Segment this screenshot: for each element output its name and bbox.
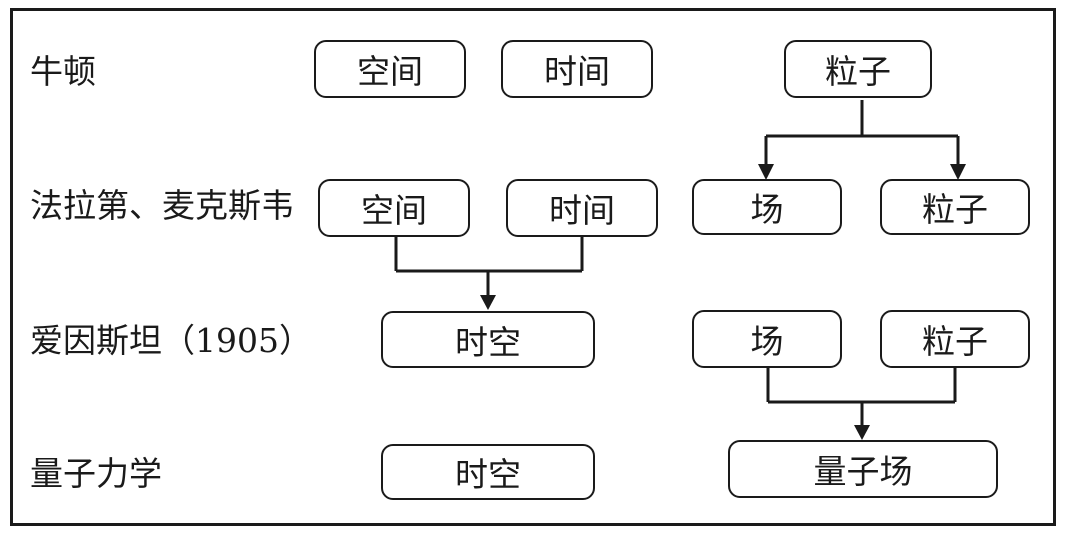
arrow-to-quantum-field: [854, 425, 870, 440]
arrow-to-fm-field: [758, 164, 774, 180]
arrow-to-spacetime: [480, 295, 496, 310]
node-fm-space: 空间: [318, 179, 470, 237]
row-label-quantum: 量子力学: [30, 454, 162, 493]
node-einstein-spacetime: 时空: [381, 311, 595, 368]
node-quantum-spacetime: 时空: [381, 444, 595, 500]
node-fm-particle: 粒子: [880, 179, 1030, 235]
node-newton-particle: 粒子: [784, 40, 932, 98]
node-fm-field: 场: [692, 179, 842, 235]
node-newton-space: 空间: [314, 40, 466, 98]
node-fm-time: 时间: [506, 179, 658, 237]
row-label-faraday-maxwell: 法拉第、麦克斯韦: [30, 186, 294, 225]
node-quantum-field: 量子场: [728, 440, 998, 498]
node-newton-time: 时间: [501, 40, 653, 98]
arrow-to-fm-particle: [950, 164, 966, 180]
row-label-einstein: 爱因斯坦（1905）: [30, 321, 312, 360]
node-einstein-field: 场: [692, 310, 842, 368]
node-einstein-particle: 粒子: [880, 310, 1030, 368]
row-label-newton: 牛顿: [30, 52, 96, 91]
